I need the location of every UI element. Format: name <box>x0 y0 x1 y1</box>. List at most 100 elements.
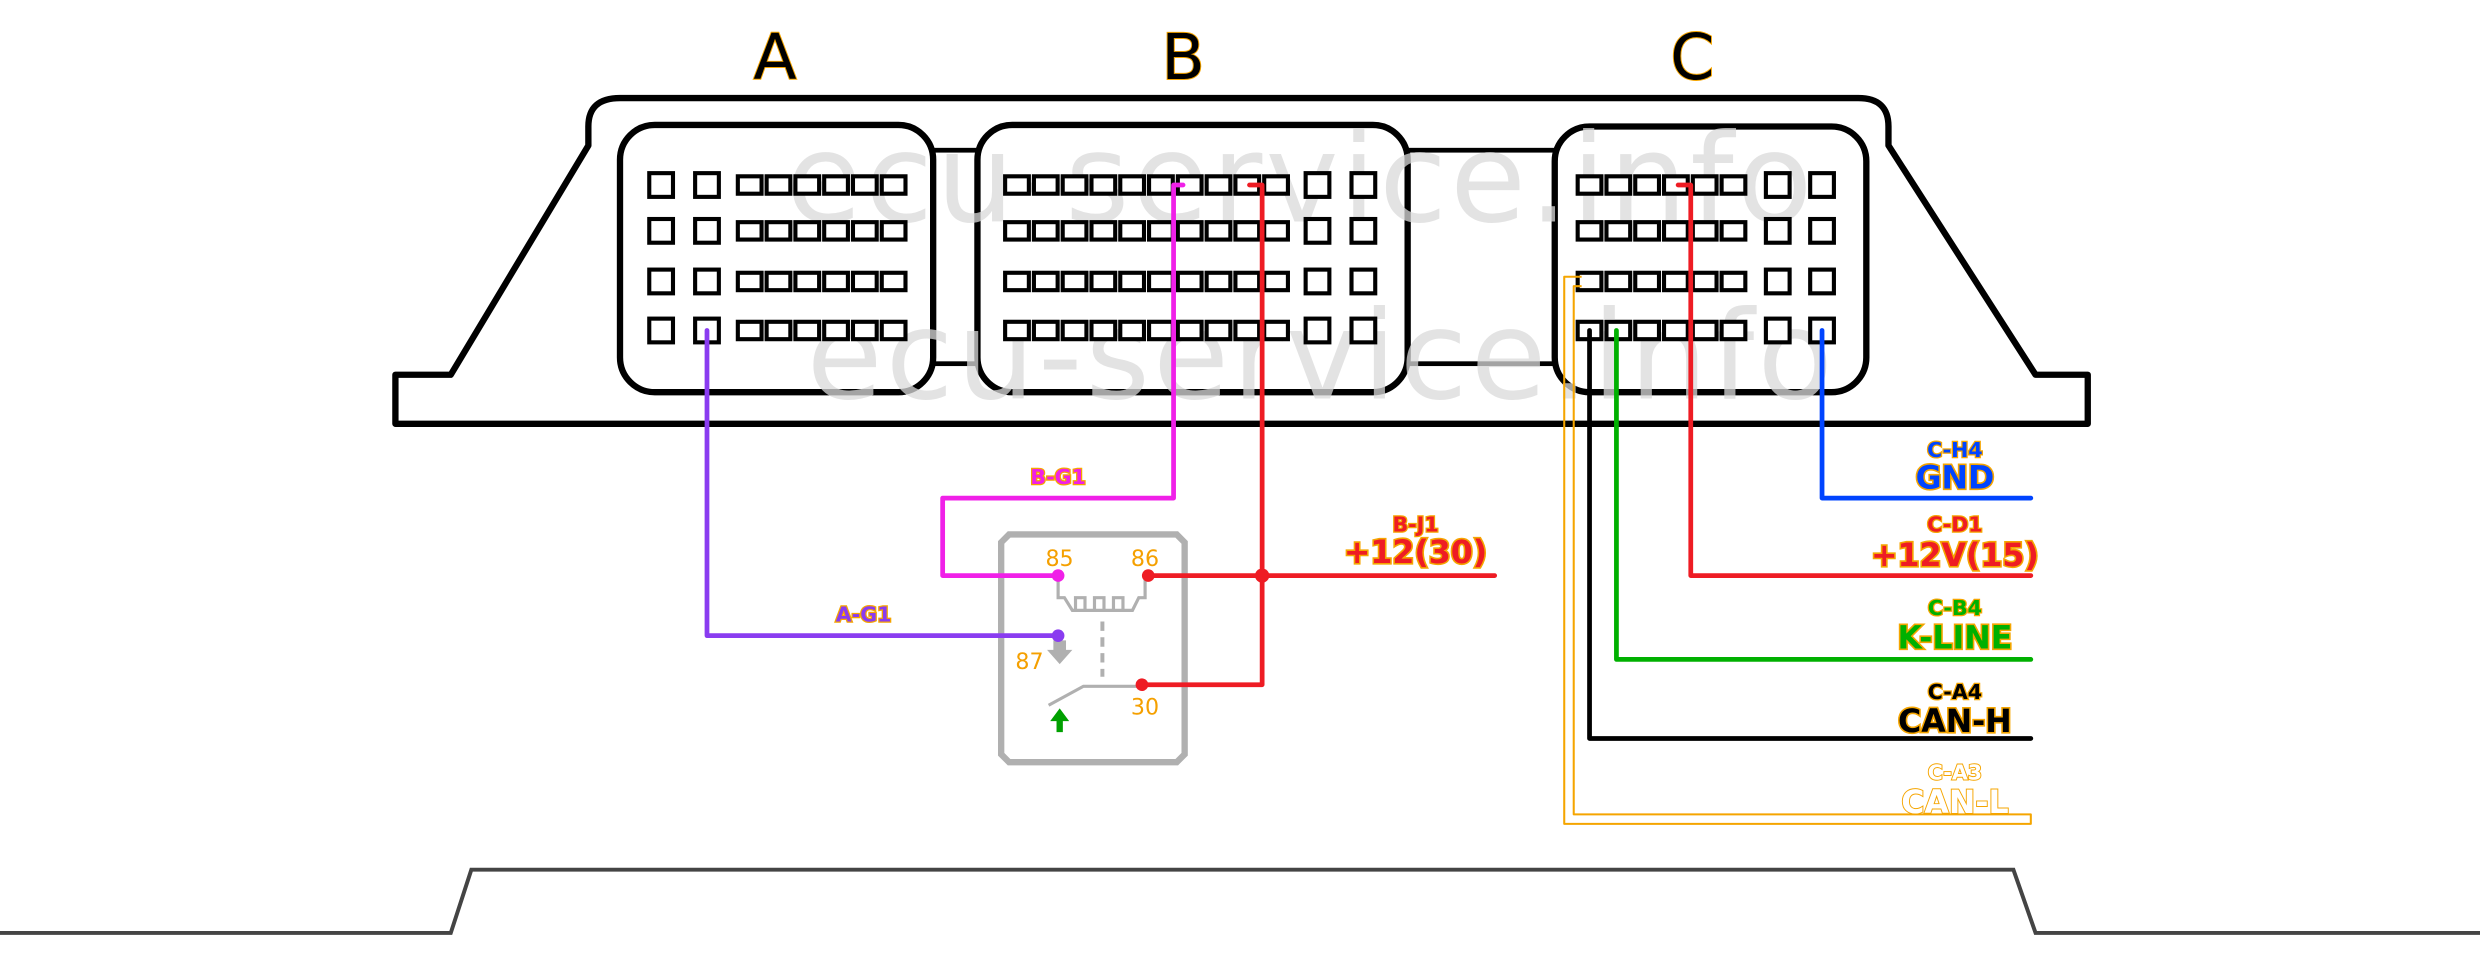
pin <box>1031 174 1060 196</box>
signal-gnd: GND <box>1916 461 1995 497</box>
wire-c-a4-canh <box>1587 328 2034 741</box>
output-gnd: C-H4 GND <box>1914 437 1996 498</box>
pin <box>1204 220 1233 242</box>
pin-code-c-a3: C-A3 <box>1928 761 1982 785</box>
pin <box>822 220 850 242</box>
pin <box>1690 174 1719 196</box>
relay-terminal-85: 85 <box>1045 546 1073 572</box>
pin <box>1204 270 1233 293</box>
pin <box>1118 270 1147 293</box>
relay-87-arrow-icon <box>1047 640 1073 665</box>
pin <box>879 270 908 293</box>
relay-pin-85-dot <box>1051 569 1065 582</box>
pin <box>1633 319 1662 342</box>
signal-label-plus12-30: +12(30) <box>1344 535 1487 571</box>
pin <box>1690 220 1719 242</box>
pin <box>1661 270 1690 293</box>
pin <box>850 270 879 293</box>
signal-plus12v15: +12V(15) <box>1871 538 2039 574</box>
pin <box>1349 171 1378 199</box>
wire-b-j1 <box>1139 182 1265 688</box>
pin <box>1003 174 1031 196</box>
output-canh: C-A4 CAN-H <box>1896 679 2013 742</box>
relay-terminal-30: 30 <box>1131 695 1159 721</box>
pin <box>1604 270 1633 293</box>
relay: 85 86 87 30 <box>998 531 1188 766</box>
pin <box>1060 270 1089 293</box>
pin <box>735 270 764 293</box>
pin <box>1003 319 1031 342</box>
relay-housing <box>998 531 1188 766</box>
wire-c-d1-12v15 <box>1675 182 2034 578</box>
connector-b-label: B <box>1161 20 1204 94</box>
pin <box>1089 220 1118 242</box>
pin <box>647 171 676 199</box>
pin <box>1262 270 1290 293</box>
pin <box>1303 171 1332 199</box>
pin <box>1575 220 1604 242</box>
pin <box>1031 220 1060 242</box>
pin <box>1089 174 1118 196</box>
signal-canl: CAN-L <box>1901 785 2008 821</box>
pin <box>1089 319 1118 342</box>
pin <box>1690 319 1719 342</box>
pin <box>1204 319 1233 342</box>
pin <box>1633 174 1662 196</box>
pin <box>1204 174 1233 196</box>
pin <box>1763 216 1792 245</box>
pin <box>1147 270 1175 293</box>
pin <box>1303 216 1332 245</box>
pin <box>1575 174 1604 196</box>
pin <box>1060 319 1089 342</box>
pin <box>1719 270 1748 293</box>
wire-label-a-g1: A-G1 <box>836 602 892 626</box>
pin <box>1060 220 1089 242</box>
pin-code-c-h4: C-H4 <box>1927 438 1983 462</box>
pin-code-c-d1: C-D1 <box>1927 512 1982 536</box>
output-plus12v15: C-D1 +12V(15) <box>1869 511 2040 576</box>
pin <box>1031 319 1060 342</box>
signal-kline: K-LINE <box>1897 620 2012 656</box>
watermark-top: ecu-service.info <box>786 108 1815 251</box>
pin <box>793 174 822 196</box>
pin <box>1175 319 1204 342</box>
pin <box>693 267 721 296</box>
signal-canh: CAN-H <box>1898 704 2012 740</box>
pin <box>793 220 822 242</box>
pin <box>1233 270 1262 293</box>
relay-pin-86-dot <box>1141 569 1155 582</box>
relay-switch-arm <box>1047 684 1142 707</box>
pin <box>1763 267 1792 296</box>
pin <box>1262 220 1290 242</box>
wire-label-b-j1: B-J1 <box>1392 512 1438 536</box>
pin <box>735 174 764 196</box>
pin <box>1303 267 1332 296</box>
output-canl: C-A3 CAN-L <box>1900 760 2009 822</box>
wire-c-h4-gnd <box>1819 328 2034 501</box>
pin <box>1633 270 1662 293</box>
connector-c-label: C <box>1670 20 1714 94</box>
pin <box>1118 220 1147 242</box>
pin <box>850 174 879 196</box>
pin <box>850 319 879 342</box>
pin-code-c-a4: C-A4 <box>1928 680 1982 704</box>
pin <box>879 319 908 342</box>
pin <box>1719 174 1748 196</box>
pin <box>793 319 822 342</box>
pin <box>1633 220 1662 242</box>
pin <box>1262 174 1290 196</box>
pin-code-c-b4: C-B4 <box>1928 596 1982 620</box>
pin <box>1031 270 1060 293</box>
pin <box>1719 319 1748 342</box>
pin <box>1303 316 1332 345</box>
pin <box>1349 316 1378 345</box>
pin <box>764 319 793 342</box>
pin <box>1003 270 1031 293</box>
pin <box>693 171 721 199</box>
pin <box>1147 319 1175 342</box>
pin <box>1147 220 1175 242</box>
pin <box>647 316 676 345</box>
relay-pin-87-dot <box>1051 629 1065 642</box>
pin <box>1147 174 1175 196</box>
wire-c-a3-canl <box>1563 275 2032 825</box>
